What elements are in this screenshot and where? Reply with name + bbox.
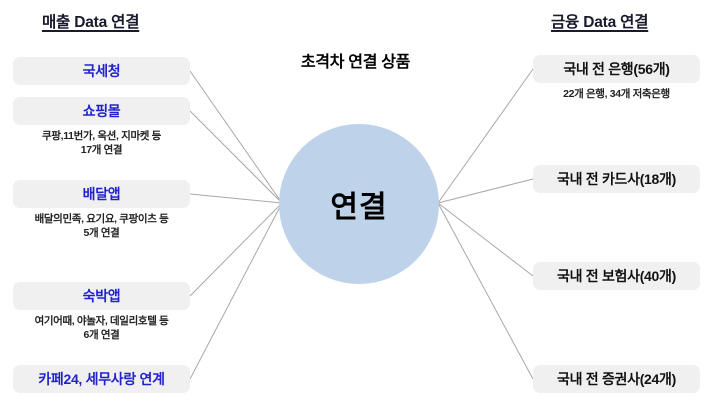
connector-left-2 [189,193,283,204]
connector-left-3 [189,202,283,297]
connector-right-0 [437,68,534,204]
node-card-companies[interactable]: 국내 전 카드사(18개) [533,165,700,193]
node-lodging-app-label: 숙박앱 [82,288,121,304]
node-nts[interactable]: 국세청 [13,57,190,85]
heading-sales-data: 매출 Data 연결 [42,14,140,31]
page-title: 초격차 연결 상품 [300,54,411,71]
node-banks[interactable]: 국내 전 은행(56개) [533,55,700,83]
connector-left-4 [189,202,283,380]
node-insurance-companies-label: 국내 전 보험사(40개) [557,268,676,284]
node-banks-label: 국내 전 은행(56개) [563,61,670,77]
connector-right-1 [437,178,534,204]
node-nts-label: 국세청 [82,63,121,79]
node-delivery-app-label: 배달앱 [82,186,121,202]
connector-left-0 [189,70,283,204]
connector-right-3 [437,202,534,380]
node-lodging-app[interactable]: 숙박앱 [13,282,190,310]
node-securities-firms[interactable]: 국내 전 증권사(24개) [533,365,700,393]
node-shopping-mall-label: 쇼핑몰 [82,103,121,119]
node-delivery-app[interactable]: 배달앱 [13,180,190,208]
hub-label: 연결 [330,191,388,224]
node-cafe24-label: 카페24, 세무사랑 연계 [38,371,165,387]
node-securities-firms-label: 국내 전 증권사(24개) [557,371,676,387]
node-banks-caption: 22개 은행, 34개 저축은행 [563,88,670,100]
heading-finance-data: 금융 Data 연결 [551,14,649,31]
connector-right-2 [437,202,534,277]
node-shopping-mall[interactable]: 쇼핑몰 [13,97,190,125]
node-card-companies-label: 국내 전 카드사(18개) [557,171,676,187]
node-cafe24[interactable]: 카페24, 세무사랑 연계 [13,365,190,393]
hub-circle: 연결 [279,124,439,284]
connector-left-1 [189,110,283,204]
node-insurance-companies[interactable]: 국내 전 보험사(40개) [533,262,700,290]
